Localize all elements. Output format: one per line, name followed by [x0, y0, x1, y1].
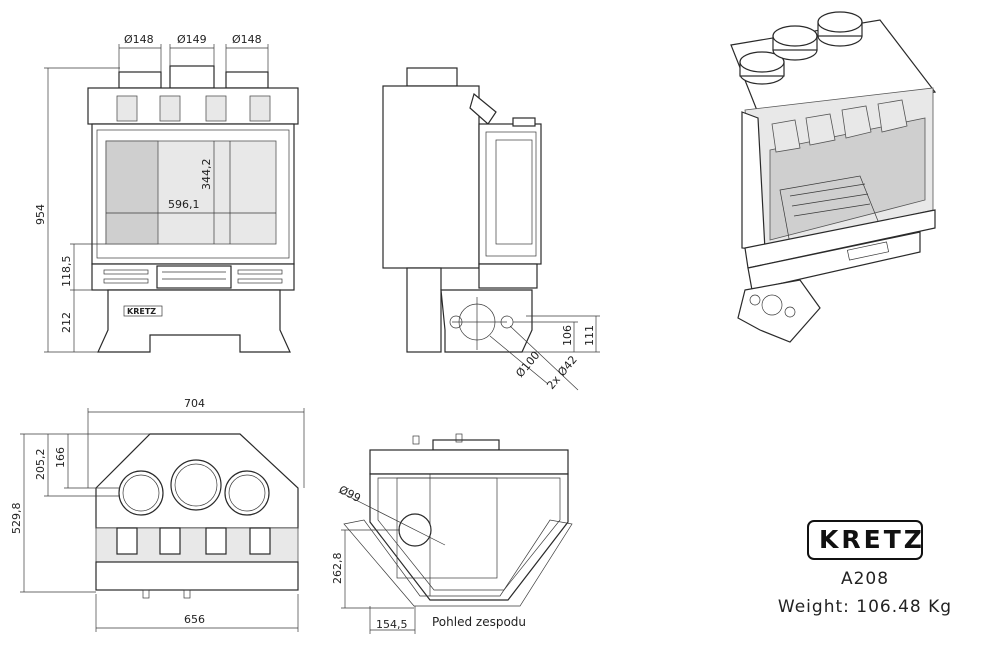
weight-label: Weight: 106.48 Kg — [777, 597, 953, 617]
dim-106: 106 — [561, 325, 574, 346]
dim-111: 111 — [583, 325, 596, 346]
front-brand-plate: KRETZ — [127, 307, 156, 316]
dim-h-212: 212 — [60, 312, 73, 333]
dim-h529: 529,8 — [10, 503, 23, 535]
dim-w154: 154,5 — [376, 618, 408, 631]
dim-glass-height: 344,2 — [200, 159, 213, 191]
dim-d148-right: Ø148 — [232, 33, 262, 46]
dim-w656: 656 — [184, 613, 205, 626]
dim-h205: 205,2 — [34, 449, 47, 481]
top-view: 704 656 529,8 205,2 166 — [10, 397, 305, 632]
info-block: KRETZ A208 Weight: 106.48 Kg — [760, 520, 970, 617]
front-view: KRETZ Ø148 Ø149 Ø148 954 118,5 212 596,1… — [34, 33, 299, 353]
dim-d149: Ø149 — [177, 33, 207, 46]
bottom-view-caption: Pohled zespodu — [432, 615, 526, 629]
model-name: A208 — [840, 569, 890, 589]
dim-height-954: 954 — [34, 204, 47, 225]
side-view: 106 111 Ø100 2x Ø42 — [382, 67, 600, 392]
dim-h262: 262,8 — [331, 553, 344, 585]
dim-holes-2x42: 2x Ø42 — [544, 353, 579, 392]
dim-d148-left: Ø148 — [124, 33, 154, 46]
kretz-logo: KRETZ — [807, 520, 923, 560]
bottom-view: Ø99 262,8 154,5 Pohled zespodu — [331, 433, 573, 634]
dim-w704: 704 — [184, 397, 205, 410]
dim-d100: Ø100 — [513, 349, 542, 380]
dim-h166: 166 — [54, 447, 67, 468]
dim-glass-width: 596,1 — [168, 198, 200, 211]
dim-h-118: 118,5 — [60, 256, 73, 288]
isometric-view — [730, 11, 937, 343]
